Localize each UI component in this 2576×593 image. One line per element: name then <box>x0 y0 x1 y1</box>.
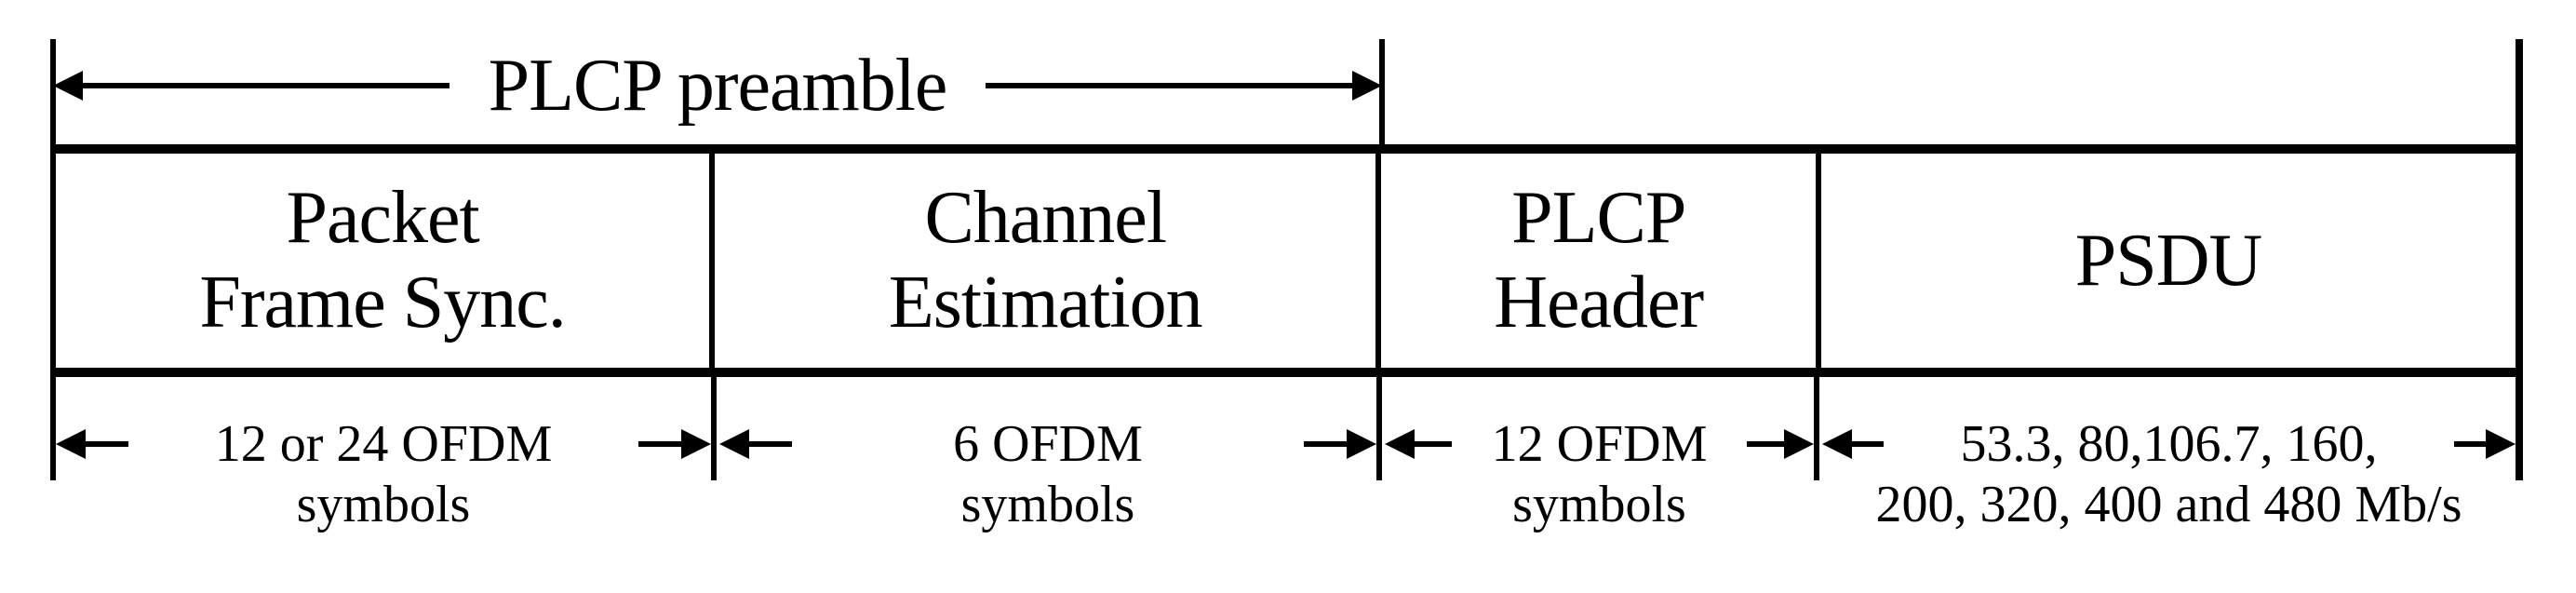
duration-label-line2: symbols <box>960 476 1135 533</box>
arrowhead-left-icon <box>53 71 83 101</box>
arrowhead-right-icon <box>1784 429 1815 459</box>
duration-annotation-packet-frame-sync: 12 or 24 OFDM <box>56 414 711 474</box>
duration-annotation-channel-estimation: 6 OFDM <box>719 414 1377 474</box>
cell-psdu: PSDU <box>1816 154 2516 368</box>
cell-label-line1: Channel <box>924 177 1167 259</box>
tick-line-bottom-left <box>50 377 56 480</box>
duration-label-line1: 12 or 24 OFDM <box>214 415 553 473</box>
cell-channel-estimation: Channel Estimation <box>709 154 1375 368</box>
tick-line-bottom-divider1 <box>711 377 717 480</box>
cell-packet-frame-sync: Packet Frame Sync. <box>56 154 709 368</box>
duration-label-line2: 200, 320, 400 and 480 Mb/s <box>1875 476 2462 533</box>
duration-label-line2: symbols <box>1512 476 1686 533</box>
arrowhead-right-icon <box>1352 71 1383 101</box>
plcp-preamble-span-arrow: PLCP preamble <box>53 45 1383 127</box>
arrowhead-right-icon <box>681 429 711 459</box>
arrow-shaft <box>83 83 449 88</box>
cell-label-line2: Header <box>1494 262 1704 344</box>
arrow-shaft <box>986 83 1353 88</box>
tick-line-bottom-divider3 <box>1814 377 1819 480</box>
cell-label-line2: Estimation <box>888 262 1203 344</box>
arrowhead-left-icon <box>56 429 86 459</box>
cell-label-line2: Frame Sync. <box>199 262 566 344</box>
arrowhead-right-icon <box>1347 429 1377 459</box>
duration-label-line1: 53.3, 80,106.7, 160, <box>1960 415 2378 473</box>
duration-label-line2: symbols <box>296 476 471 533</box>
arrow-shaft <box>86 441 128 447</box>
cell-plcp-header: PLCP Header <box>1375 154 1816 368</box>
arrowhead-left-icon <box>1822 429 1852 459</box>
arrow-shaft <box>1852 441 1884 447</box>
tick-line-bottom-divider2 <box>1376 377 1382 480</box>
frame-table: Packet Frame Sync. Channel Estimation PL… <box>50 144 2523 377</box>
arrow-shaft <box>638 441 681 447</box>
tick-line-top-right <box>2516 39 2523 144</box>
cell-label-line1: PLCP <box>1511 177 1686 259</box>
arrowhead-right-icon <box>2486 429 2516 459</box>
plcp-preamble-label: PLCP preamble <box>488 45 948 127</box>
arrow-shaft <box>749 441 792 447</box>
arrow-shaft <box>1747 441 1785 447</box>
cell-label-line1: Packet <box>286 177 479 259</box>
duration-label-line1: 12 OFDM <box>1491 415 1708 473</box>
duration-annotation-plcp-header: 12 OFDM <box>1385 414 1815 474</box>
duration-annotation-psdu: 53.3, 80,106.7, 160, <box>1822 414 2516 474</box>
arrow-shaft <box>1415 441 1452 447</box>
tick-line-bottom-right <box>2516 377 2523 480</box>
arrowhead-left-icon <box>1385 429 1415 459</box>
duration-label-line1: 6 OFDM <box>953 415 1143 473</box>
arrowhead-left-icon <box>719 429 749 459</box>
cell-label-line1: PSDU <box>2074 219 2263 302</box>
arrow-shaft <box>2454 441 2486 447</box>
arrow-shaft <box>1304 441 1348 447</box>
